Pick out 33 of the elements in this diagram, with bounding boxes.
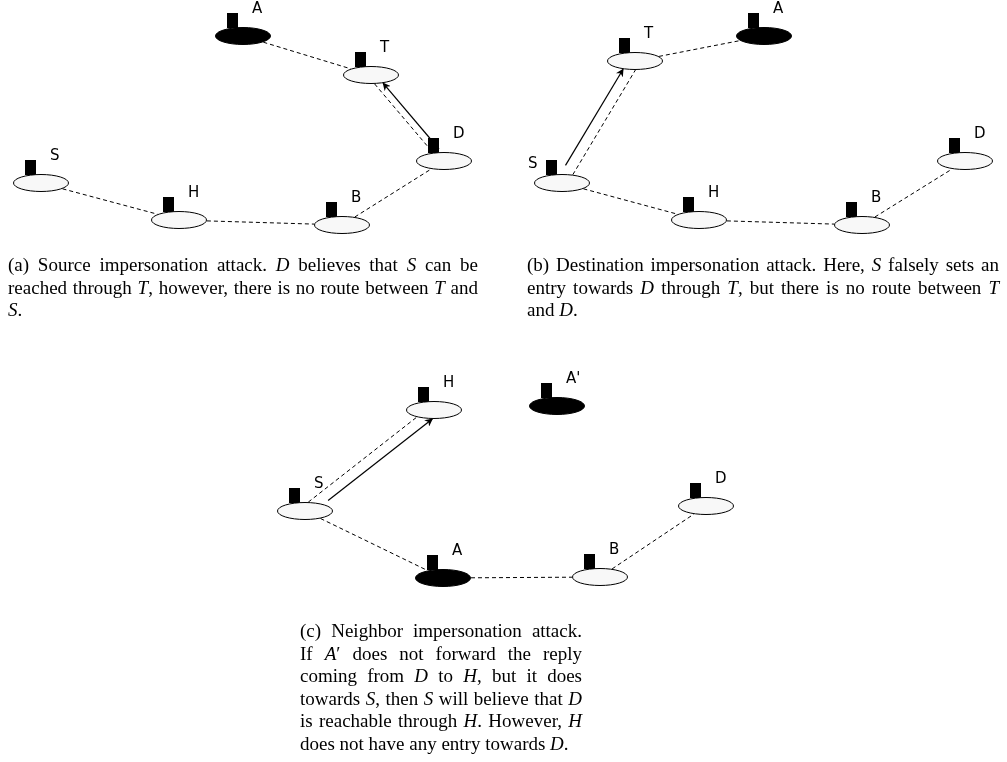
arrow (564, 68, 624, 166)
node-label: T (644, 25, 654, 42)
figure-caption: (b) Destination impersonation attack. Here, S falsely sets an entry towards D through T, but there is no route between T and D. (527, 254, 999, 322)
node-label: A (252, 0, 263, 17)
node-label: D (715, 470, 727, 487)
node-label: T (380, 39, 390, 56)
node-label: B (609, 541, 620, 558)
link-line (354, 168, 432, 218)
node-label: H (708, 184, 720, 201)
node-label: S (528, 155, 538, 172)
node-label: B (351, 189, 362, 206)
node-label: S (50, 147, 60, 164)
node-label: H (188, 184, 200, 201)
link-line (320, 518, 428, 571)
figure-caption: (a) Source impersonation attack. D believes that S can be reached through T, however, there is no route between T and S. (8, 254, 478, 322)
arrow (327, 418, 433, 502)
link-line (658, 40, 741, 57)
node-label: S (314, 475, 324, 492)
link-line (470, 576, 573, 579)
node-label: A (452, 542, 463, 559)
link-line (206, 220, 315, 225)
link-line (874, 168, 953, 218)
node-label: D (974, 125, 986, 142)
node-label: D (453, 125, 465, 142)
node-label: H (443, 374, 455, 391)
figure-caption: (c) Neighbor impersonation attack. If A′ does not forward the reply coming from D to H, but it does towards S, then S will believe that D is reachable through H. However, H does not have any entry towards D. (300, 620, 582, 755)
link-line (572, 69, 636, 176)
node-label: A' (566, 370, 581, 387)
link-line (262, 41, 352, 70)
node-label: A (773, 0, 784, 17)
link-line (726, 220, 835, 225)
link-line (307, 416, 418, 503)
node-label: B (871, 189, 882, 206)
